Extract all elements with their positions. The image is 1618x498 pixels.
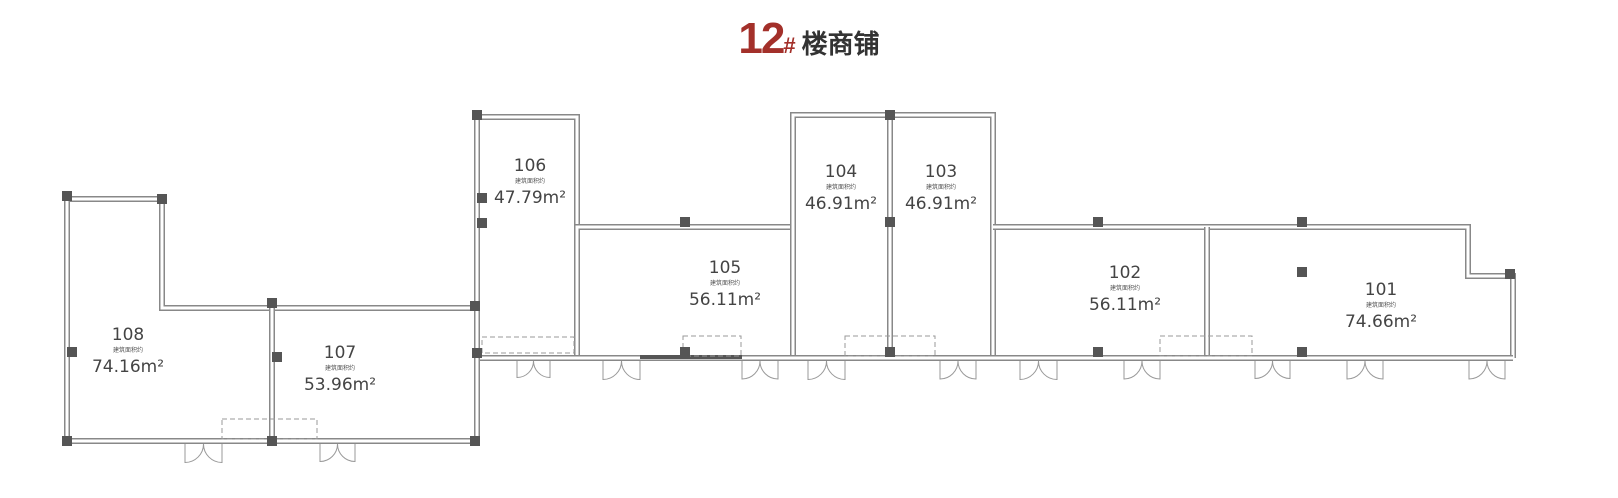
pillar <box>1297 267 1307 277</box>
door-icon <box>602 360 622 381</box>
room-106[interactable]: 106 建筑面积约 47.79m² <box>494 155 566 209</box>
area-label: 建筑面积约 <box>709 280 741 287</box>
area-label: 建筑面积约 <box>112 347 144 354</box>
door-icon <box>1364 360 1384 380</box>
door-icon <box>759 360 779 380</box>
pillar <box>62 436 72 446</box>
room-number: 106 <box>513 156 547 176</box>
room-number: 104 <box>824 162 858 182</box>
pillar <box>470 301 480 311</box>
area-label: 建筑面积约 <box>514 178 546 185</box>
door-icon <box>1254 360 1273 380</box>
room-area: 53.96m² <box>303 375 377 395</box>
room-number: 101 <box>1364 280 1398 300</box>
room-area: 56.11m² <box>1088 295 1162 315</box>
room-area: 74.16m² <box>91 357 165 377</box>
room-105[interactable]: 105 建筑面积约 56.11m² <box>689 257 761 311</box>
wall <box>993 224 1516 358</box>
room-area: 47.79m² <box>493 188 567 208</box>
door-icon <box>184 443 204 464</box>
pillar <box>272 352 282 362</box>
pillar <box>680 217 690 227</box>
room-area: 46.91m² <box>904 194 978 214</box>
room-107[interactable]: 107 建筑面积约 53.96m² <box>304 342 376 396</box>
door-icon <box>319 443 338 463</box>
pillar <box>885 110 895 120</box>
door-icon <box>337 443 356 463</box>
door-icon <box>939 360 959 380</box>
pillar <box>477 193 487 203</box>
doors <box>184 360 1506 464</box>
door-icon <box>957 360 977 380</box>
door-icon <box>1141 360 1161 380</box>
room-number: 103 <box>924 162 958 182</box>
pillars <box>62 110 1515 446</box>
door-icon <box>1346 360 1366 380</box>
pillar <box>1297 217 1307 227</box>
room-104[interactable]: 104 建筑面积约 46.91m² <box>805 161 877 215</box>
door-icon <box>621 360 641 381</box>
door-icon <box>1272 360 1291 380</box>
pillar <box>267 436 277 446</box>
wall-inner <box>993 225 1515 358</box>
room-area: 74.66m² <box>1344 312 1418 332</box>
room-area: 46.91m² <box>804 194 878 214</box>
pillar <box>885 347 895 357</box>
storefront-sill <box>640 355 742 359</box>
pillar <box>472 348 482 358</box>
room-number: 105 <box>708 258 742 278</box>
room-108[interactable]: 108 建筑面积约 74.16m² <box>92 324 164 378</box>
utility-box <box>481 336 575 354</box>
utility-box <box>682 335 742 357</box>
room-number: 107 <box>323 343 357 363</box>
walls <box>64 112 1516 444</box>
pillar <box>885 217 895 227</box>
room-area: 56.11m² <box>688 290 762 310</box>
door-icon <box>533 360 551 379</box>
pillar <box>1297 347 1307 357</box>
building-number: 12 <box>738 14 785 63</box>
page-title: 12#楼商铺 <box>0 14 1618 64</box>
room-number: 108 <box>111 325 145 345</box>
pillar <box>680 347 690 357</box>
room-102[interactable]: 102 建筑面积约 56.11m² <box>1089 262 1161 316</box>
pillar <box>472 110 482 120</box>
door-icon <box>203 443 223 464</box>
door-icon <box>516 360 534 379</box>
wall-inner <box>575 225 793 358</box>
room-103[interactable]: 103 建筑面积约 46.91m² <box>905 161 977 215</box>
door-icon <box>826 360 846 381</box>
pillar <box>1093 347 1103 357</box>
area-label: 建筑面积约 <box>925 184 957 191</box>
door-icon <box>1468 360 1488 380</box>
room-number: 102 <box>1108 263 1142 283</box>
building-title-text: 楼商铺 <box>801 30 880 60</box>
door-icon <box>1038 360 1058 381</box>
building-hash: # <box>783 33 796 58</box>
pillar <box>157 194 167 204</box>
room-101[interactable]: 101 建筑面积约 74.66m² <box>1345 279 1417 333</box>
pillar <box>62 191 72 201</box>
pillar <box>67 347 77 357</box>
door-icon <box>807 360 827 381</box>
pillar <box>267 298 277 308</box>
door-icon <box>1123 360 1143 380</box>
area-label: 建筑面积约 <box>1109 285 1141 292</box>
pillar <box>1505 269 1515 279</box>
pillar <box>470 436 480 446</box>
pillar <box>477 218 487 228</box>
area-label: 建筑面积约 <box>324 365 356 372</box>
area-label: 建筑面积约 <box>1365 302 1397 309</box>
area-label: 建筑面积约 <box>825 184 857 191</box>
door-icon <box>1019 360 1039 381</box>
pillar <box>1093 217 1103 227</box>
door-icon <box>741 360 761 380</box>
door-icon <box>1486 360 1506 380</box>
